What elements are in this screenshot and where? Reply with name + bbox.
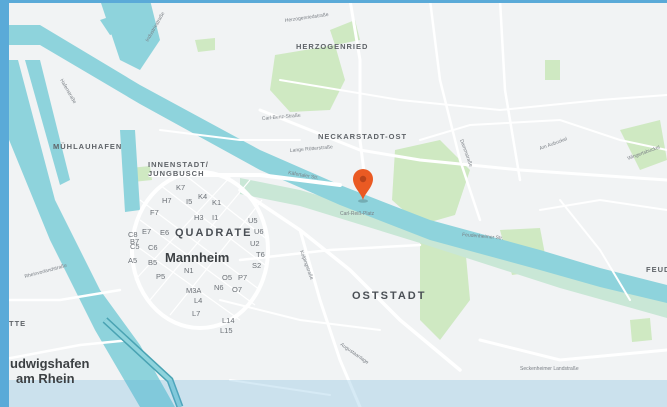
ring-road — [130, 170, 270, 330]
district-tte: TTE — [9, 319, 26, 328]
block-e6: E6 — [160, 228, 169, 237]
district-herzogenried: HERZOGENRIED — [296, 42, 368, 51]
city-ludwigshafen-line2: am Rhein — [16, 371, 75, 386]
block-b5: B5 — [148, 258, 157, 267]
street-carl-reiss: Carl-Reiß-Platz — [340, 211, 375, 217]
block-t6: T6 — [256, 250, 265, 259]
city-ludwigshafen-line1: udwigshafen — [10, 356, 90, 371]
block-n6: N6 — [214, 283, 224, 292]
block-n1: N1 — [184, 266, 194, 275]
block-b7: B7 — [130, 237, 139, 246]
left-border — [0, 0, 9, 407]
street-kaefertaler: Käfertaler Str. — [288, 170, 319, 181]
block-l4: L4 — [194, 296, 202, 305]
location-pin-icon[interactable] — [353, 169, 373, 203]
neckar-river — [0, 25, 667, 303]
block-a5: A5 — [128, 256, 137, 265]
street-feudenheimer: Feudenheimer Str. — [462, 232, 504, 242]
block-c8: C8 — [128, 230, 138, 239]
block-l15: L15 — [220, 326, 233, 335]
block-k4: K4 — [198, 192, 207, 201]
city-mannheim: Mannheim — [165, 250, 229, 265]
district-oststadt: OSTSTADT — [352, 290, 426, 302]
block-k1: K1 — [212, 198, 221, 207]
rail-corridor — [240, 178, 667, 318]
street-carl-benz: Carl-Benz-Straße — [262, 113, 301, 122]
quadrate-labels: K7 H7 I5 K4 K1 F7 H3 I1 U5 U6 C8 E7 E6 C… — [128, 183, 265, 335]
block-o5: O5 — [222, 273, 232, 282]
block-p5: P5 — [156, 272, 165, 281]
quadrate-grid — [134, 174, 269, 321]
district-innenstadt-line1: INNENSTADT/ — [148, 160, 209, 169]
block-i5: I5 — [186, 197, 192, 206]
district-feud: FEUD — [646, 265, 667, 274]
street-seckenheimer: Seckenheimer Landstraße — [520, 366, 579, 372]
block-f7: F7 — [150, 208, 159, 217]
district-muhlauhafen: MÜHLAUHAFEN — [53, 142, 122, 151]
district-quadrate: QUADRATE — [175, 227, 253, 239]
block-k7: K7 — [176, 183, 185, 192]
block-o7: O7 — [232, 285, 242, 294]
block-s2: S2 — [252, 261, 261, 270]
top-border — [0, 0, 667, 3]
district-innenstadt-line2: JUNGBUSCH — [148, 169, 205, 178]
block-l7: L7 — [192, 309, 200, 318]
block-c6: C6 — [148, 243, 158, 252]
block-i1: I1 — [212, 213, 218, 222]
street-lange-roetter: Lange Rötterstraße — [290, 144, 334, 154]
block-u2: U2 — [250, 239, 260, 248]
block-h7: H7 — [162, 196, 172, 205]
rhine-river — [0, 60, 175, 407]
block-h3: H3 — [194, 213, 204, 222]
block-e7: E7 — [142, 227, 151, 236]
block-m3a: M3A — [186, 286, 201, 295]
block-c5: C5 — [130, 242, 140, 251]
block-p7: P7 — [238, 273, 247, 282]
harbour-basin — [100, 0, 160, 70]
district-neckarstadt-ost: NECKARSTADT-OST — [318, 132, 407, 141]
block-u6: U6 — [254, 227, 264, 236]
park-areas — [130, 20, 667, 342]
block-u5: U5 — [248, 216, 258, 225]
block-l14: L14 — [222, 316, 235, 325]
